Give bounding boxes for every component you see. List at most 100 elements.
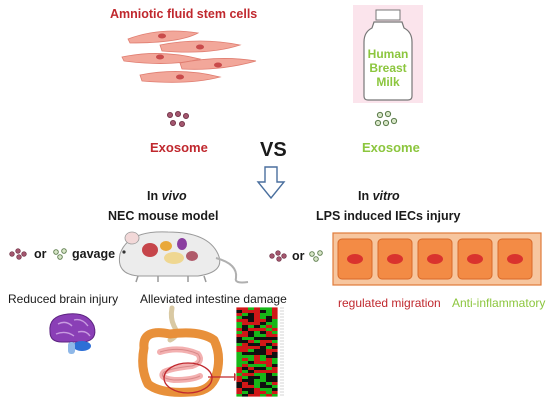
heatmap-cell: [266, 352, 272, 355]
heatmap-cell: [254, 373, 260, 376]
heatmap-cell: [254, 352, 260, 355]
heatmap-cell: [242, 355, 248, 358]
milk-label-line2: Breast: [369, 61, 407, 75]
heatmap-cell: [260, 331, 266, 334]
in-vivo-heading: In vivo: [147, 189, 187, 203]
heatmap-cell: [260, 343, 266, 346]
heatmap-cell: [254, 394, 260, 397]
heatmap-cell: [248, 331, 254, 334]
heatmap-cell: [272, 313, 278, 316]
heatmap-cell: [260, 307, 266, 310]
heatmap-cell: [242, 352, 248, 355]
heatmap-cell: [248, 316, 254, 319]
heatmap-cell: [254, 340, 260, 343]
heatmap-cell: [242, 376, 248, 379]
regulated-migration-label: regulated migration: [338, 296, 441, 310]
heatmap-cell: [254, 325, 260, 328]
heatmap-cell: [260, 349, 266, 352]
heatmap-cell: [254, 343, 260, 346]
heatmap-cell: [260, 358, 266, 361]
heatmap-cell: [242, 361, 248, 364]
amniotic-stem-cells-title: Amniotic fluid stem cells: [110, 7, 258, 21]
heatmap-cell: [260, 346, 266, 349]
anti-inflammatory-label: Anti-inflammatory: [452, 296, 546, 310]
heatmap-cell: [242, 319, 248, 322]
heatmap-cell: [254, 376, 260, 379]
heatmap-cell: [248, 307, 254, 310]
heatmap-cell: [254, 349, 260, 352]
heatmap-cell: [236, 343, 242, 346]
heatmap-cell: [272, 352, 278, 355]
exosome-label-left: Exosome: [150, 140, 208, 155]
heatmap-cell: [242, 373, 248, 376]
heatmap-cell: [254, 364, 260, 367]
heatmap-cell: [254, 382, 260, 385]
heatmap-cell: [236, 340, 242, 343]
heatmap-cell: [242, 370, 248, 373]
heatmap-cell: [260, 355, 266, 358]
heatmap-cell: [254, 310, 260, 313]
heatmap-cell: [266, 337, 272, 340]
heatmap-cell: [248, 349, 254, 352]
heatmap-cell: [266, 373, 272, 376]
heatmap-cell: [272, 376, 278, 379]
heatmap-cell: [266, 376, 272, 379]
heatmap-cell: [236, 370, 242, 373]
heatmap-cell: [272, 346, 278, 349]
milk-bottle-icon: [363, 9, 413, 101]
reduced-brain-injury-label: Reduced brain injury: [8, 292, 119, 306]
heatmap-cell: [236, 307, 242, 310]
heatmap-cell: [248, 382, 254, 385]
heatmap-cell: [260, 376, 266, 379]
heatmap-cell: [266, 349, 272, 352]
heatmap-cell: [272, 343, 278, 346]
heatmap-cell: [248, 334, 254, 337]
heatmap-cell: [260, 391, 266, 394]
down-arrow-icon: [256, 166, 286, 200]
heatmap-cell: [266, 358, 272, 361]
heatmap-cell: [260, 316, 266, 319]
heatmap-cell: [260, 367, 266, 370]
heatmap-cell: [272, 364, 278, 367]
heatmap-cell: [236, 352, 242, 355]
brain-icon: [49, 313, 96, 354]
heatmap-cell: [242, 328, 248, 331]
heatmap-cell: [242, 382, 248, 385]
heatmap-cell: [266, 313, 272, 316]
heatmap-cell: [260, 370, 266, 373]
heatmap-cell: [248, 310, 254, 313]
heatmap-cell: [266, 334, 272, 337]
heatmap-cell: [272, 361, 278, 364]
heatmap-cell: [272, 319, 278, 322]
heatmap-cell: [254, 361, 260, 364]
heatmap-cell: [260, 334, 266, 337]
heatmap-cell: [254, 346, 260, 349]
exosome-cluster-icon: [53, 248, 67, 260]
heatmap-cell: [266, 340, 272, 343]
heatmap-cell: [242, 307, 248, 310]
heatmap-cell: [266, 361, 272, 364]
heatmap-cell: [236, 394, 242, 397]
epithelial-cells-icon: [332, 232, 542, 286]
heatmap-cell: [254, 385, 260, 388]
mouse-icon: [118, 231, 249, 284]
vs-label: VS: [260, 139, 287, 161]
heatmap-cell: [260, 322, 266, 325]
heatmap-cell: [236, 319, 242, 322]
heatmap-cell: [272, 334, 278, 337]
heatmap-cell: [266, 355, 272, 358]
heatmap-cell: [248, 364, 254, 367]
heatmap-cell: [236, 388, 242, 391]
heatmap-cell: [236, 385, 242, 388]
heatmap-cell: [248, 355, 254, 358]
heatmap-cell: [248, 370, 254, 373]
heatmap-cell: [242, 331, 248, 334]
heatmap-cell: [272, 307, 278, 310]
heatmap-cell: [260, 313, 266, 316]
heatmap-cell: [260, 382, 266, 385]
heatmap-cell: [272, 391, 278, 394]
heatmap-cell: [236, 358, 242, 361]
heatmap-cell: [248, 340, 254, 343]
or-label-vitro: or: [292, 249, 305, 263]
heatmap-cell: [266, 388, 272, 391]
